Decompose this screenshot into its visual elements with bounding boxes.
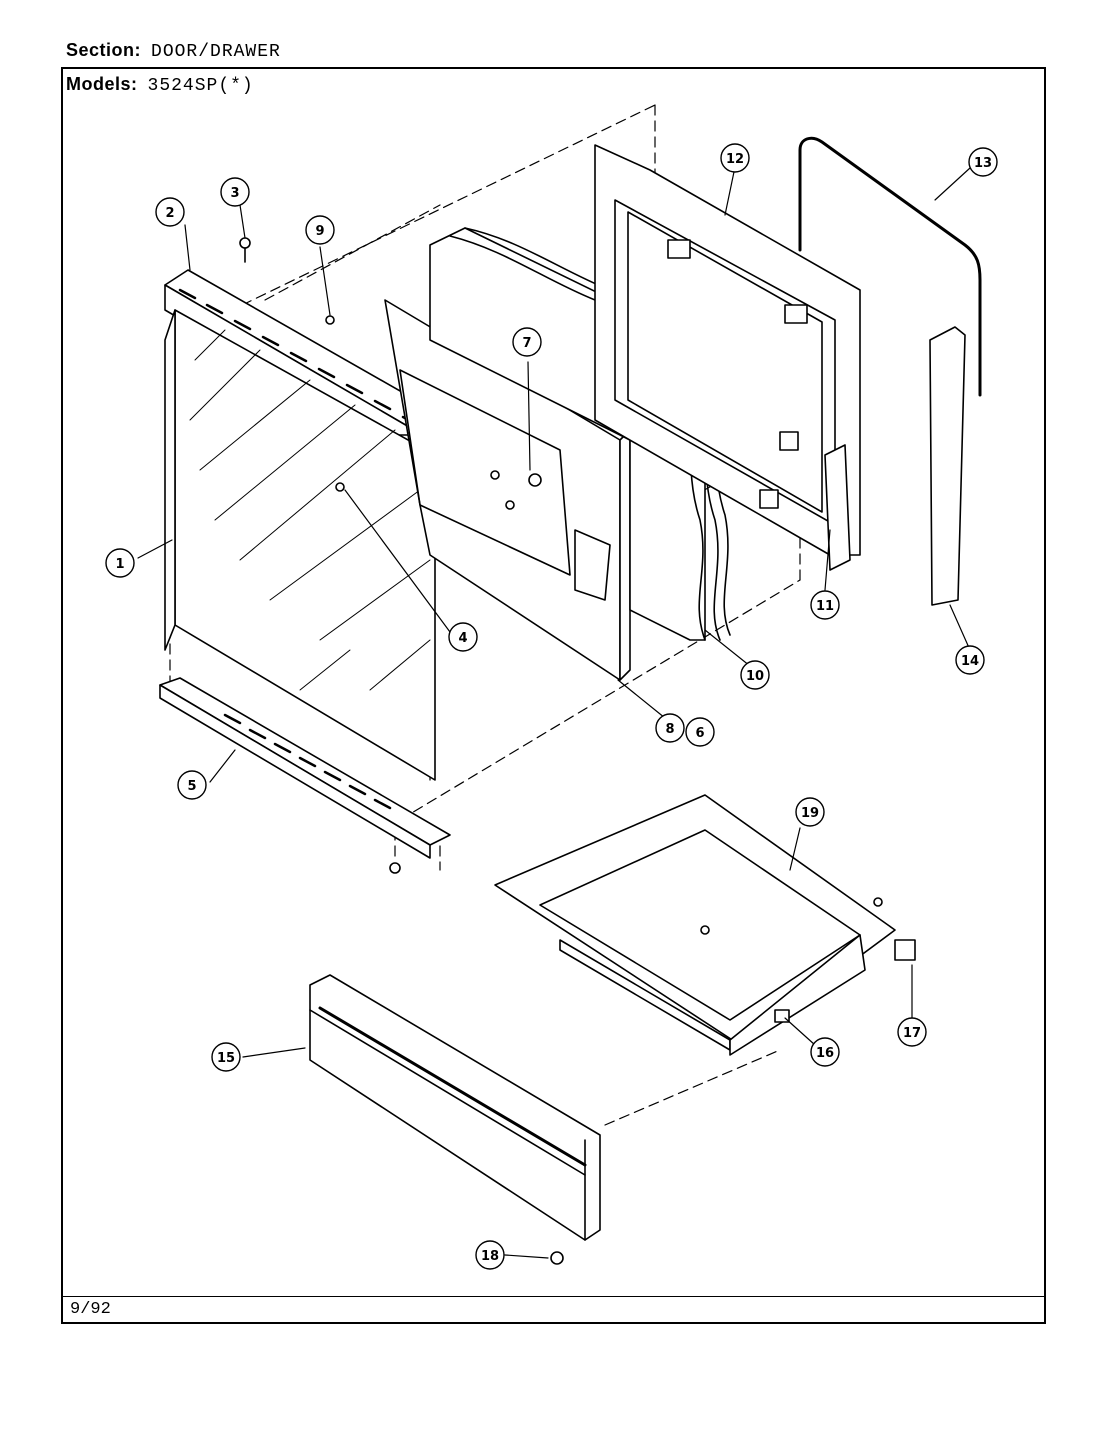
screws <box>239 237 916 1265</box>
hinge-bracket <box>824 444 851 571</box>
callout-labels: 1 2 3 4 5 6 7 8 9 10 11 12 13 14 15 16 1… <box>115 152 992 1264</box>
callout-3-badge <box>220 177 250 207</box>
callout-19-badge <box>795 797 825 827</box>
callout-17: 17 <box>903 1026 921 1041</box>
callout-9: 9 <box>315 224 324 239</box>
drawer-tray <box>494 794 896 1056</box>
models-line: Models: 3524SP(*) <box>66 74 254 96</box>
footer-rule <box>61 1296 1046 1297</box>
callout-11: 11 <box>816 599 834 614</box>
callout-2-badge <box>155 197 185 227</box>
callout-13: 13 <box>974 156 992 171</box>
callout-6-badge <box>685 717 715 747</box>
callout-4-badge <box>448 622 478 652</box>
callout-14-badge <box>955 645 985 675</box>
callout-5: 5 <box>187 779 196 794</box>
side-trim <box>929 326 966 606</box>
callout-17-badge <box>897 1017 927 1047</box>
callout-8: 8 <box>665 722 674 737</box>
section-label: Section: <box>66 40 142 60</box>
diagram-frame <box>61 67 1046 1324</box>
models-label: Models: <box>66 74 138 94</box>
callout-2: 2 <box>165 206 174 221</box>
callout-5-badge <box>177 770 207 800</box>
door-liner <box>594 144 861 556</box>
callout-8-badge <box>655 713 685 743</box>
callout-badges <box>105 143 998 1270</box>
callout-10: 10 <box>746 669 764 684</box>
callout-15: 15 <box>217 1051 235 1066</box>
callout-13-badge <box>968 147 998 177</box>
drawer-front <box>309 974 601 1241</box>
section-value: DOOR/DRAWER <box>151 42 281 62</box>
door-gasket <box>798 136 982 397</box>
footer-date: 9/92 <box>70 1300 111 1319</box>
door-bottom-trim <box>159 677 451 859</box>
callout-7: 7 <box>522 336 531 351</box>
callout-10-badge <box>740 660 770 690</box>
callout-16: 16 <box>816 1046 834 1061</box>
callout-6: 6 <box>695 726 704 741</box>
callout-4: 4 <box>458 631 467 646</box>
leader-lines <box>137 166 971 1259</box>
callout-1-badge <box>105 548 135 578</box>
callout-14: 14 <box>961 654 979 669</box>
callout-19: 19 <box>801 806 819 821</box>
models-value: 3524SP(*) <box>147 76 254 96</box>
callout-11-badge <box>810 590 840 620</box>
section-line: Section: DOOR/DRAWER <box>66 40 281 62</box>
callout-16-badge <box>810 1037 840 1067</box>
callout-18: 18 <box>481 1249 499 1264</box>
callout-3: 3 <box>230 186 239 201</box>
callout-15-badge <box>211 1042 241 1072</box>
callout-7-badge <box>512 327 542 357</box>
callout-12: 12 <box>726 152 744 167</box>
door-glass <box>164 309 436 781</box>
callout-1: 1 <box>115 557 124 572</box>
callout-18-badge <box>475 1240 505 1270</box>
callout-12-badge <box>720 143 750 173</box>
callout-9-badge <box>305 215 335 245</box>
